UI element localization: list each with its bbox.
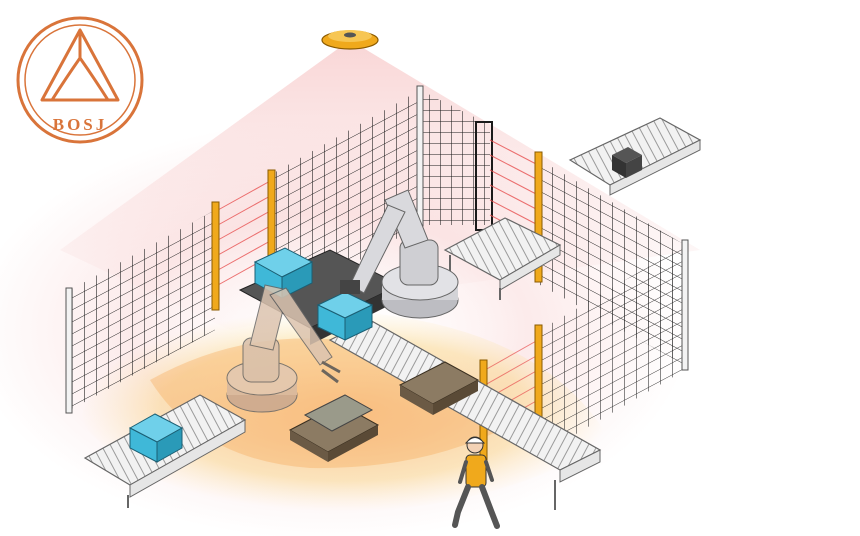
pallet-stack-right [398, 361, 480, 415]
light-curtain-left [217, 179, 273, 286]
logo-text: BOSJ [53, 115, 108, 134]
fence-back-left [270, 90, 420, 312]
bosj-logo: BOSJ [16, 16, 144, 144]
fence-back-right [420, 90, 490, 225]
robot-arm-right [340, 189, 459, 319]
fence-front-right [540, 245, 685, 455]
pallet-stack-center [288, 394, 380, 462]
box-dark [612, 147, 642, 178]
fence-posts [65, 85, 689, 471]
blue-box-front [128, 413, 184, 463]
blue-box-gripped [316, 291, 374, 341]
worker-figure [452, 436, 500, 529]
triangle-emblem-icon [40, 28, 120, 102]
conveyor-back-side [609, 139, 701, 196]
robot-arm-left [226, 284, 341, 413]
area-scanner-icon [321, 30, 379, 50]
fence-left [70, 210, 215, 410]
